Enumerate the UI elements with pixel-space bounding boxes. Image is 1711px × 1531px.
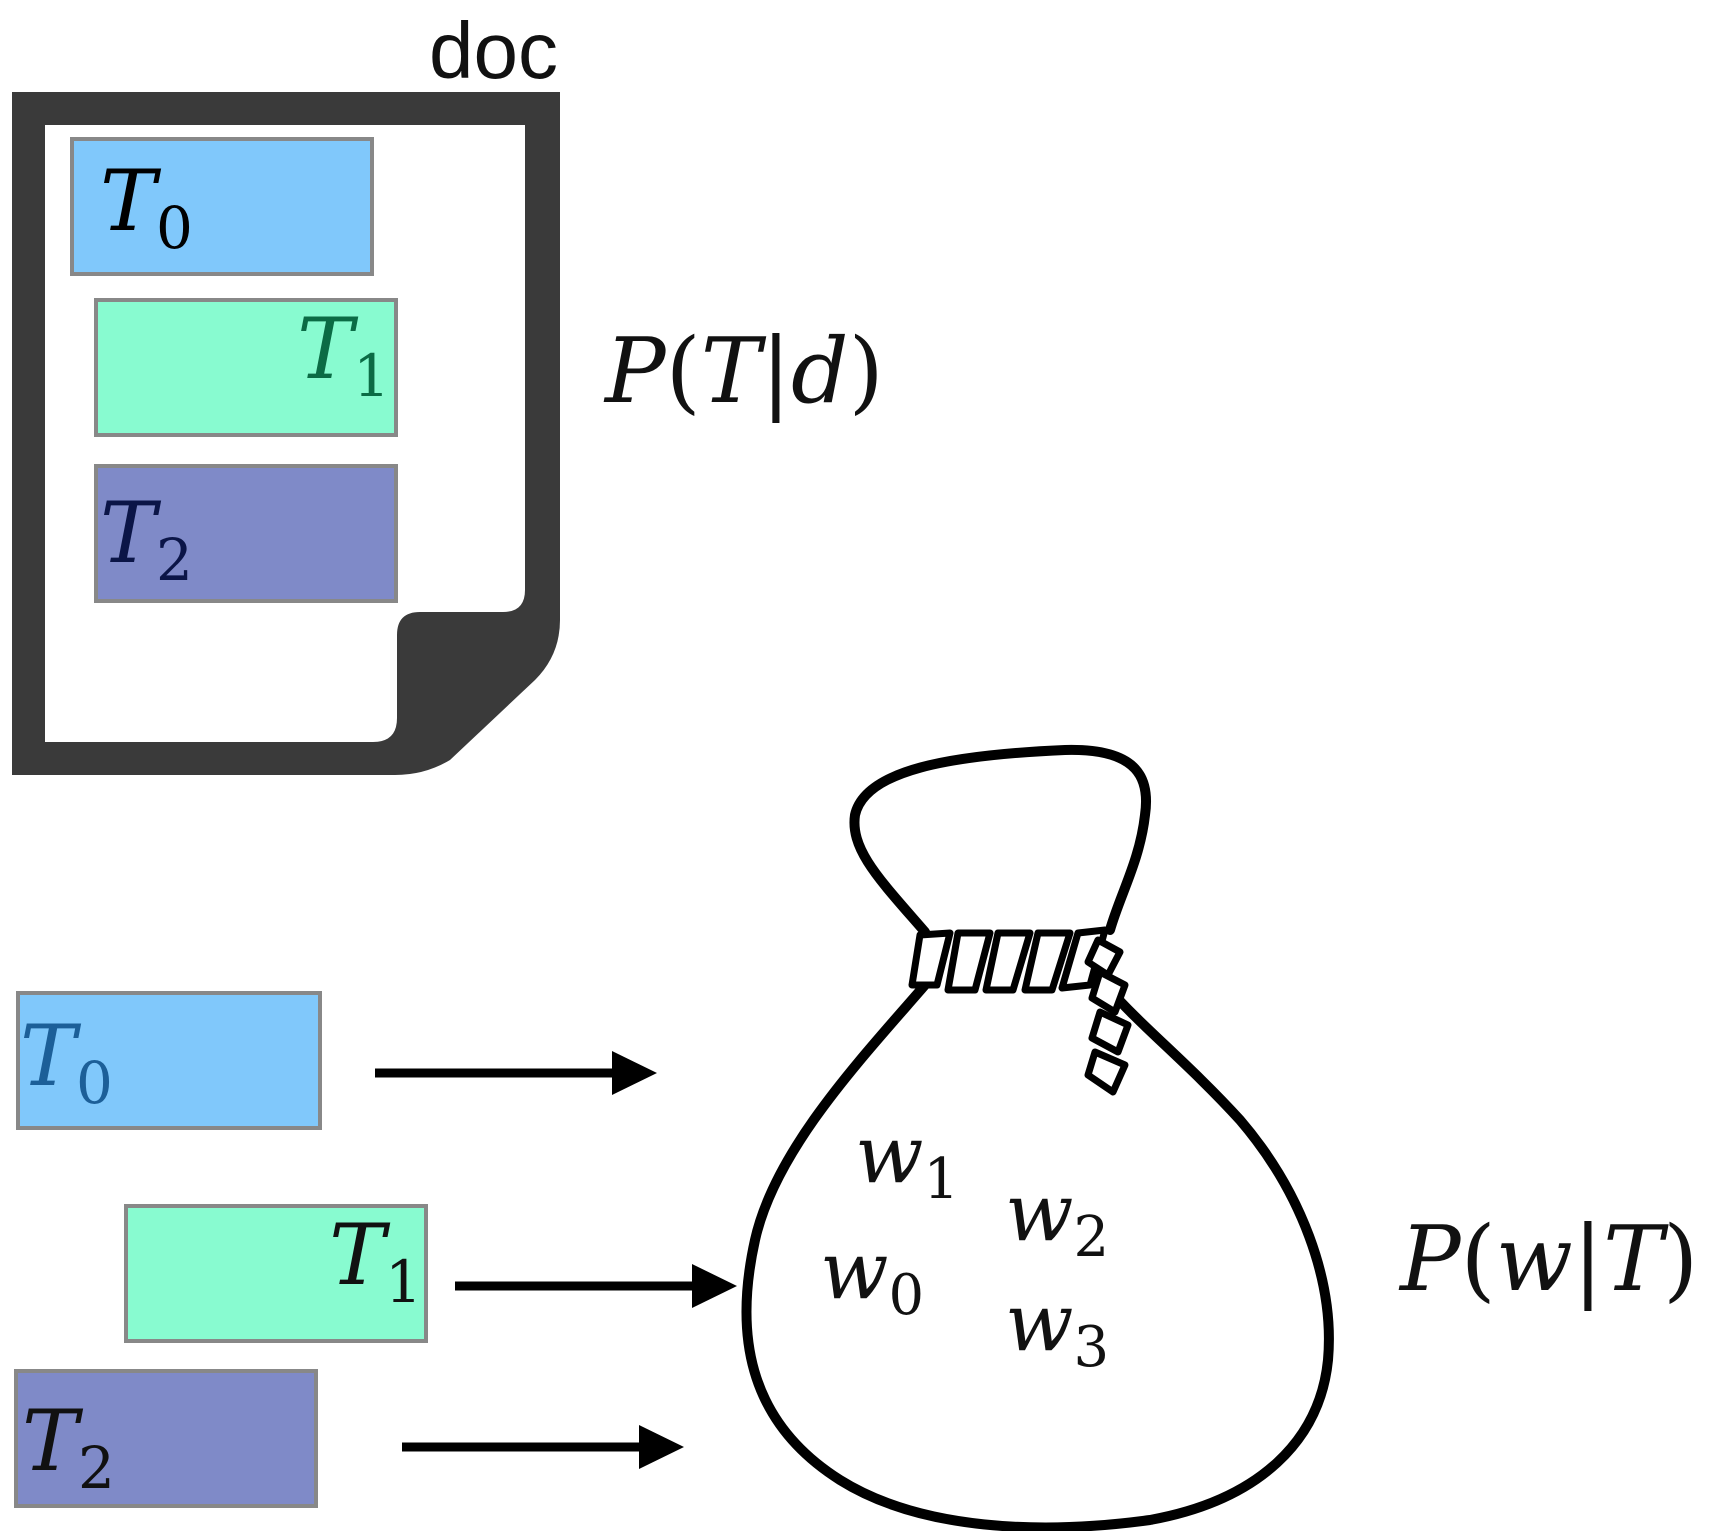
word-distribution-formula: P(w|T) bbox=[1398, 1207, 1698, 1312]
topic-box-1: T1 bbox=[124, 1204, 428, 1343]
arrow-topic-1 bbox=[455, 1264, 737, 1308]
arrow-topic-2 bbox=[402, 1425, 684, 1469]
doc-topic-box-0: T0 bbox=[70, 137, 374, 276]
word-bag-icon bbox=[741, 744, 1334, 1531]
topic-box-0: T0 bbox=[16, 991, 322, 1130]
bag-body bbox=[741, 980, 1334, 1531]
doc-topic-box-1: T1 bbox=[94, 298, 398, 437]
topic-label-0: T0 bbox=[20, 1007, 113, 1117]
topic-label-1: T1 bbox=[329, 1206, 422, 1316]
doc-topic-label-1: T1 bbox=[297, 300, 390, 410]
topic-box-2: T2 bbox=[14, 1369, 318, 1508]
topic-distribution-formula: P(T|d) bbox=[603, 319, 884, 424]
bag-word-0: w0 bbox=[820, 1224, 924, 1328]
bag-word-1: w1 bbox=[855, 1108, 959, 1212]
doc-topic-box-2: T2 bbox=[94, 464, 398, 603]
doc-topic-label-2: T2 bbox=[100, 484, 193, 594]
bag-loop bbox=[849, 744, 1152, 937]
bag-word-2: w2 bbox=[1005, 1166, 1109, 1270]
topic-label-2: T2 bbox=[22, 1392, 115, 1502]
document-title: doc bbox=[429, 6, 558, 95]
bag-rope bbox=[908, 926, 1132, 1096]
arrow-topic-0 bbox=[375, 1051, 657, 1095]
doc-topic-label-0: T0 bbox=[100, 152, 193, 262]
bag-word-3: w3 bbox=[1005, 1276, 1109, 1380]
